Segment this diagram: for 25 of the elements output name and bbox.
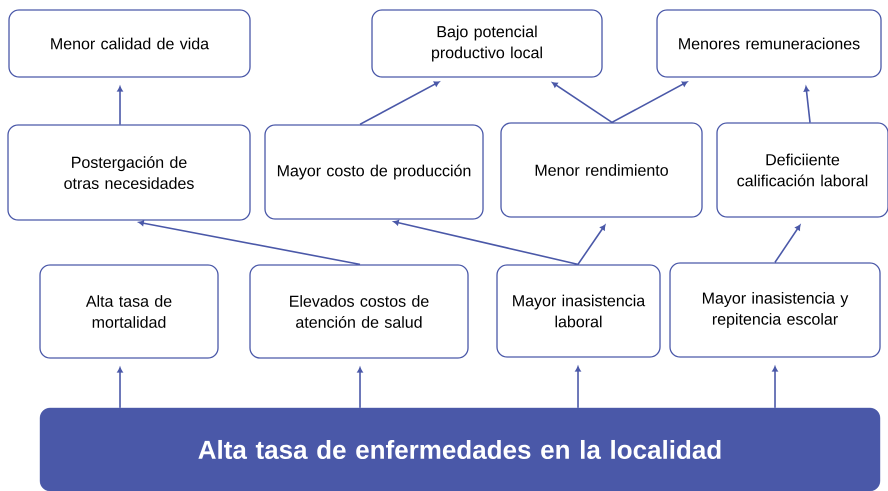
- effect-box: Mayor inasistencia laboral: [496, 264, 661, 358]
- effect-box: Deficiiente calificación laboral: [716, 122, 888, 218]
- arrow: [804, 86, 811, 122]
- effect-box: Bajo potencial productivo local: [371, 9, 603, 78]
- arrow: [575, 366, 581, 408]
- arrow: [577, 224, 606, 265]
- cause-bar: Alta tasa de enfermedades en la localidad: [40, 408, 880, 491]
- arrow: [393, 220, 578, 266]
- arrow: [117, 367, 123, 408]
- effect-box: Menor rendimiento: [500, 122, 703, 218]
- arrow: [360, 81, 440, 126]
- effect-box: Mayor costo de producción: [264, 124, 484, 220]
- arrow: [357, 367, 363, 408]
- arrow: [552, 82, 612, 124]
- arrow: [774, 224, 801, 263]
- arrow: [117, 86, 123, 124]
- effect-box: Menor calidad de vida: [8, 9, 251, 78]
- effect-box: Elevados costos de atención de salud: [249, 264, 469, 359]
- effect-box: Alta tasa de mortalidad: [39, 264, 219, 359]
- effect-box: Mayor inasistencia y repitencia escolar: [669, 262, 881, 358]
- arrow: [612, 81, 688, 124]
- effect-box: Menores remuneraciones: [656, 9, 882, 78]
- arrow: [772, 366, 778, 408]
- effect-box: Postergación de otras necesidades: [7, 124, 251, 221]
- arrow: [138, 220, 360, 266]
